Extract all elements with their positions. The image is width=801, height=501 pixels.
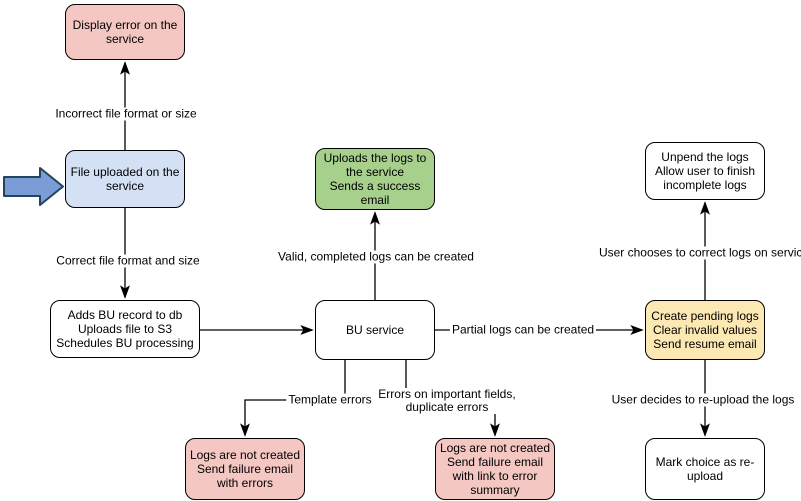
node-create-pending-logs[interactable]: Create pending logs Clear invalid values… — [645, 300, 765, 360]
edge-label-valid-logs: Valid, completed logs can be created — [276, 249, 476, 264]
node-label: Adds BU record to db Uploads file to S3 … — [56, 308, 194, 350]
edge-label-errors-fields: Errors on important fields, duplicate er… — [376, 387, 518, 414]
entry-block-arrow-icon — [3, 167, 64, 206]
node-bu-service[interactable]: BU service — [315, 300, 435, 360]
node-logs-not-created-errors[interactable]: Logs are not created Send failure email … — [185, 438, 305, 500]
node-label: Unpend the logs Allow user to finish inc… — [654, 150, 756, 192]
node-label: BU service — [345, 323, 404, 337]
node-label: Logs are not created Send failure email … — [439, 441, 551, 497]
node-label: Logs are not created Send failure email … — [189, 448, 301, 490]
node-label: Uploads the logs to the service Sends a … — [323, 151, 427, 207]
edge-label-user-chooses: User chooses to correct logs on service — [596, 246, 801, 260]
node-unpend-logs[interactable]: Unpend the logs Allow user to finish inc… — [645, 142, 765, 200]
edge-label-correct-format: Correct file format and size — [54, 253, 202, 268]
edge-label-partial-logs: Partial logs can be created — [449, 322, 597, 337]
edge-label-template-errors: Template errors — [286, 392, 374, 407]
node-file-uploaded[interactable]: File uploaded on the service — [65, 150, 185, 208]
node-mark-reupload[interactable]: Mark choice as re- upload — [645, 438, 765, 500]
node-label: Display error on the service — [72, 18, 178, 46]
node-label: File uploaded on the service — [70, 165, 180, 193]
edge-label-incorrect-format: Incorrect file format or size — [53, 106, 199, 121]
edge-label-user-decides: User decides to re-upload the logs — [609, 392, 797, 407]
node-display-error[interactable]: Display error on the service — [65, 4, 185, 60]
node-adds-bu-record[interactable]: Adds BU record to db Uploads file to S3 … — [50, 300, 200, 358]
node-logs-not-created-summary[interactable]: Logs are not created Send failure email … — [435, 438, 555, 500]
node-label: Create pending logs Clear invalid values… — [651, 309, 759, 351]
node-uploads-logs[interactable]: Uploads the logs to the service Sends a … — [315, 148, 435, 210]
node-label: Mark choice as re- upload — [655, 455, 755, 483]
